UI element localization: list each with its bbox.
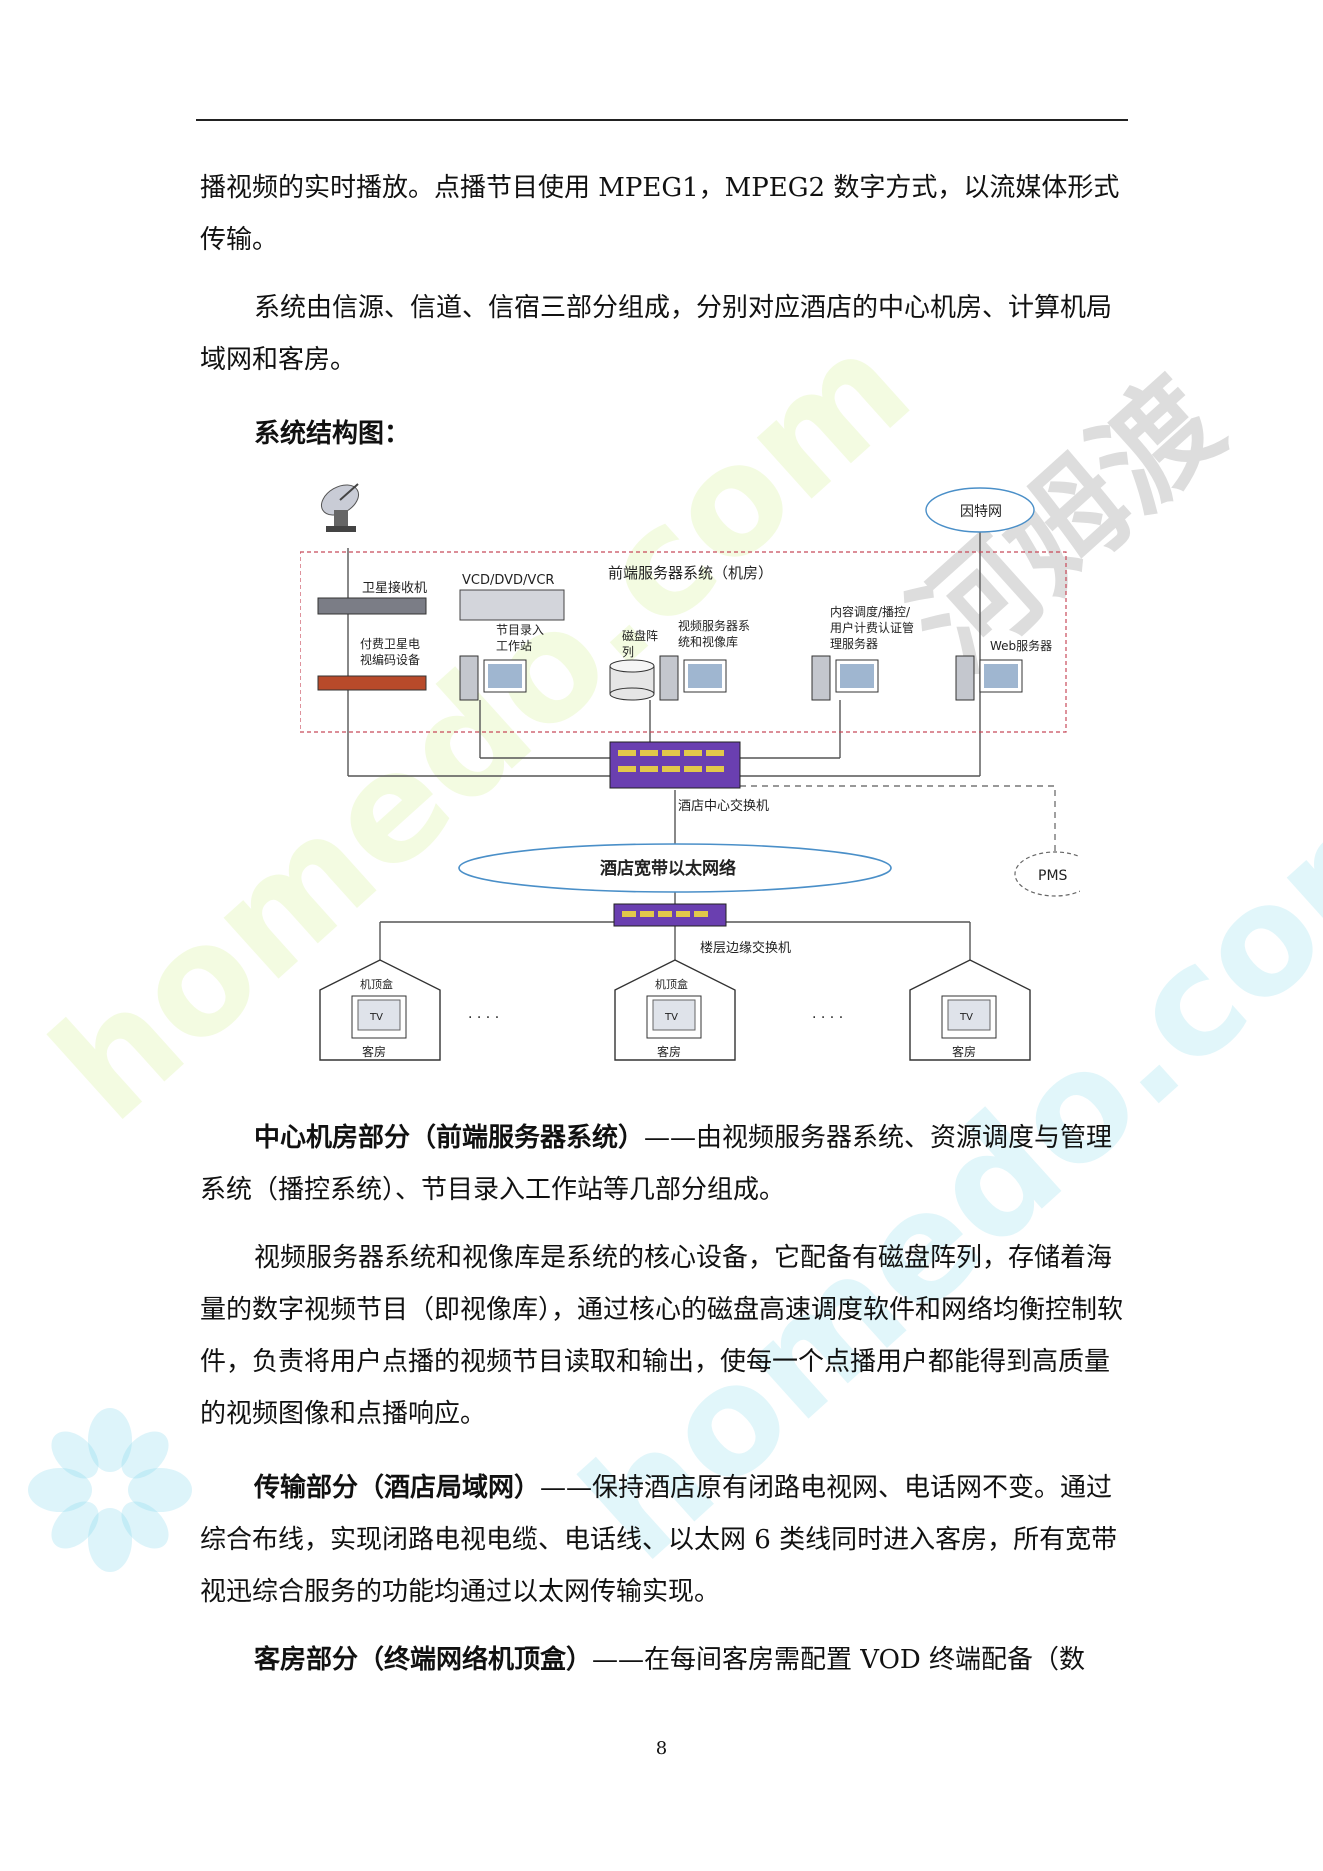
paragraph-4: 中心机房部分（前端服务器系统）——由视频服务器系统、资源调度与管理系统（播控系统…	[200, 1112, 1126, 1216]
paragraph-6-body: ——保持酒店原有闭路电视网、电话网不变。通过综合布线，实现闭路电视电缆、电话线、…	[200, 1473, 1118, 1607]
floor-switch-label: 楼层边缘交换机	[700, 940, 791, 956]
content-label-2: 用户计费认证管	[830, 620, 914, 635]
pms-node	[1014, 851, 1080, 897]
encoder-device-icon	[317, 675, 427, 691]
vcd-label: VCD/DVD/VCR	[462, 573, 554, 588]
page-number: 8	[655, 1738, 668, 1759]
sat-receiver-label: 卫星接收机	[362, 580, 427, 596]
diagram-heading: 系统结构图：	[254, 419, 411, 449]
content-label-1: 内容调度/播控/	[830, 604, 911, 619]
disk-label-1: 磁盘阵	[622, 628, 658, 643]
paragraph-1: 播视频的实时播放。点播节目使用 MPEG1，MPEG2 数字方式，以流媒体形式传…	[200, 173, 1120, 255]
tv-label: TV	[959, 1012, 973, 1023]
disk-label-2: 列	[622, 645, 634, 659]
internet-label: 因特网	[960, 504, 1002, 520]
header-rule	[196, 119, 1128, 121]
paragraph-5: 视频服务器系统和视像库是系统的核心设备，它配备有磁盘阵列，存储着海量的数字视频节…	[200, 1243, 1124, 1429]
paid-sat-label-2: 视编码设备	[360, 652, 420, 667]
room-label: 客房	[657, 1044, 681, 1059]
internet-cloud	[925, 487, 1035, 533]
guest-room-2: 机顶盒 TV 客房	[614, 959, 736, 1061]
ethernet-label: 酒店宽带以太网络	[600, 858, 736, 879]
paid-sat-label-1: 付费卫星电	[360, 637, 420, 651]
stb-label: 机顶盒	[655, 977, 688, 991]
frontend-title: 前端服务器系统（机房）	[608, 564, 773, 582]
tv-label: TV	[664, 1012, 678, 1023]
paragraph-2: 系统由信源、信道、信宿三部分组成，分别对应酒店的中心机房、计算机局域网和客房。	[200, 293, 1113, 375]
content-server-icon	[811, 655, 879, 701]
disk-array-icon	[609, 659, 655, 701]
guest-room-1: 机顶盒 TV 客房	[319, 959, 441, 1061]
record-label-2: 工作站	[496, 639, 532, 653]
vcd-player-icon	[459, 589, 565, 621]
satellite-dish-icon	[321, 483, 359, 532]
room-label: 客房	[362, 1044, 386, 1059]
video-label-1: 视频服务器系	[678, 618, 750, 633]
video-server-icon	[659, 655, 727, 701]
paragraph-4-body: ——由视频服务器系统、资源调度与管理系统（播控系统）、节目录入工作站等几部分组成…	[200, 1123, 1113, 1205]
video-label-2: 统和视像库	[678, 634, 738, 649]
room-dots-1: · · · ·	[468, 1010, 499, 1026]
room-label: 客房	[952, 1044, 976, 1059]
floor-switch-icon	[613, 903, 727, 927]
web-server-label: Web服务器	[990, 638, 1052, 653]
sat-receiver-icon	[317, 597, 427, 615]
paragraph-4-lead: 中心机房部分（前端服务器系统）	[254, 1123, 645, 1153]
room-dots-2: · · · ·	[812, 1010, 843, 1026]
stb-label: 机顶盒	[360, 977, 393, 991]
record-workstation-icon	[459, 655, 527, 701]
guest-room-3: TV 客房	[909, 959, 1031, 1061]
web-server-icon	[955, 655, 1023, 701]
pms-label: PMS	[1038, 868, 1068, 884]
core-switch-icon	[609, 741, 741, 789]
paragraph-7-body: ——在每间客房需配置 VOD 终端配备（数	[592, 1645, 1086, 1675]
ethernet-network	[458, 843, 892, 893]
tv-label: TV	[369, 1012, 383, 1023]
paragraph-6-lead: 传输部分（酒店局域网）	[254, 1473, 541, 1503]
record-label-1: 节目录入	[496, 623, 544, 637]
paragraph-6: 传输部分（酒店局域网）——保持酒店原有闭路电视网、电话网不变。通过综合布线，实现…	[200, 1462, 1126, 1618]
core-switch-label: 酒店中心交换机	[678, 798, 769, 814]
content-label-3: 理服务器	[830, 636, 878, 651]
flower-logo-watermark	[28, 1408, 192, 1572]
paragraph-7-lead: 客房部分（终端网络机顶盒）	[254, 1645, 593, 1675]
system-structure-diagram: 前端服务器系统（机房） 因特网 卫星接收机 付费卫星电 视编码设备 VCD/DV…	[300, 483, 1080, 1061]
paragraph-7: 客房部分（终端网络机顶盒）——在每间客房需配置 VOD 终端配备（数	[200, 1634, 1126, 1686]
